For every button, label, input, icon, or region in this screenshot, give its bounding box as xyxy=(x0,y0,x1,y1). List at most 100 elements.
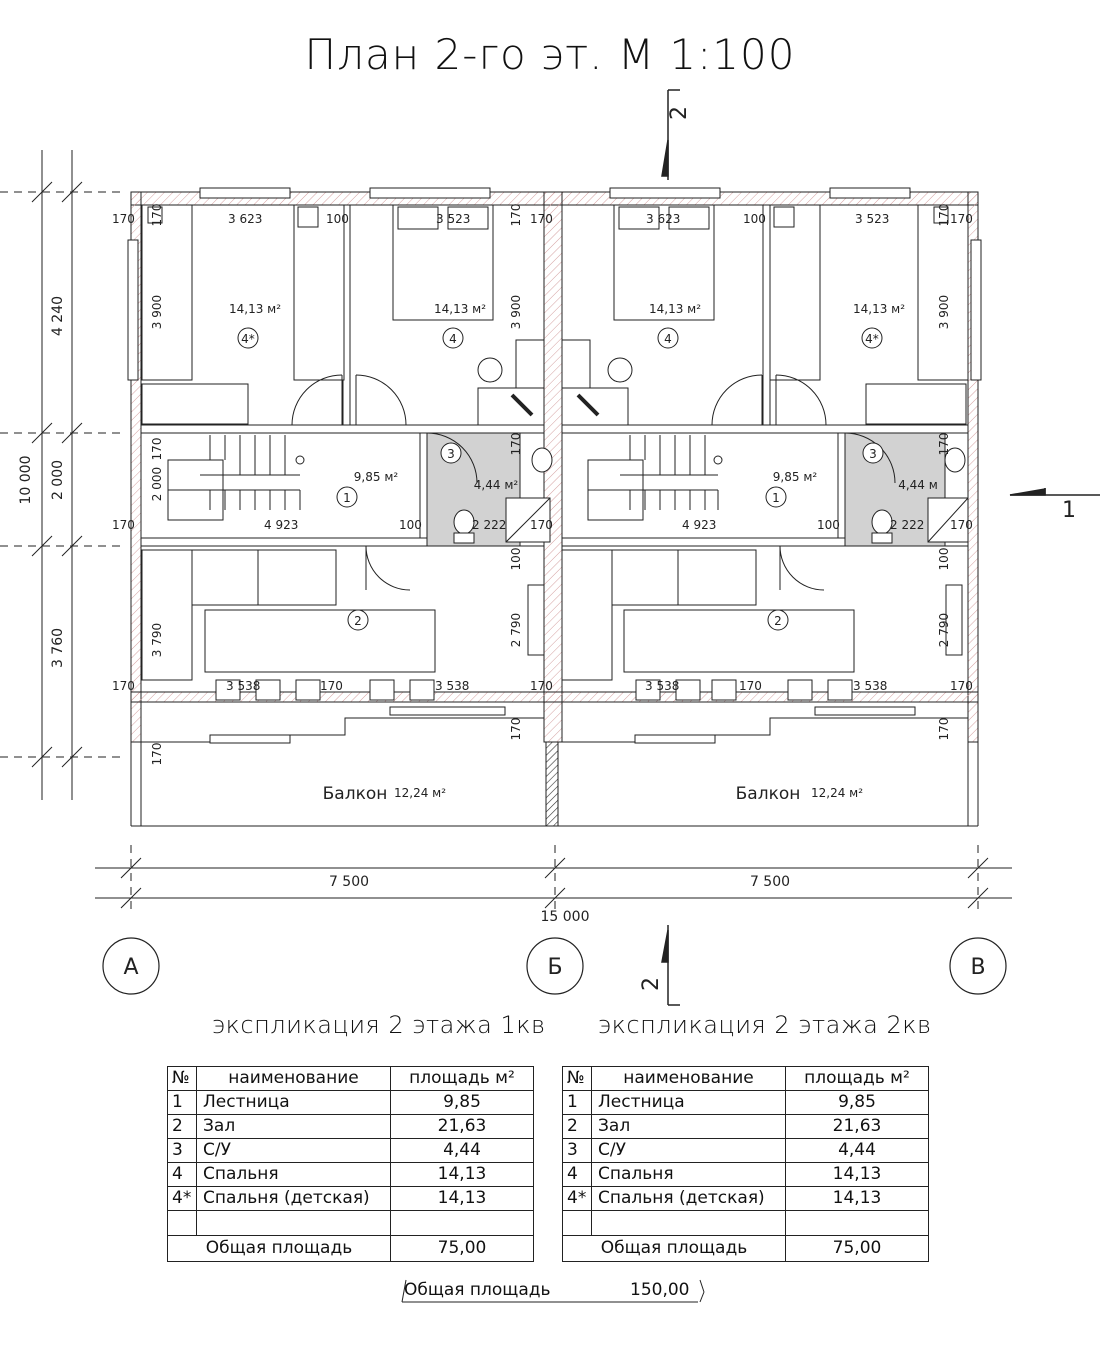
row-num: 4* xyxy=(562,1186,592,1211)
section-mark-bottom xyxy=(661,925,680,1006)
empty-cell xyxy=(196,1210,391,1236)
svg-text:3 623: 3 623 xyxy=(646,212,680,226)
section-mark-right xyxy=(1009,488,1100,496)
outer-walls xyxy=(130,191,979,827)
room-mark-circles xyxy=(237,327,884,631)
svg-text:3 538: 3 538 xyxy=(645,679,679,693)
total-value: 75,00 xyxy=(390,1235,534,1262)
area-hall-left: 9,85 м² xyxy=(354,470,399,484)
header-area: площадь м² xyxy=(785,1066,929,1091)
bottom-dimension-chain xyxy=(95,845,1012,915)
svg-text:3 538: 3 538 xyxy=(853,679,887,693)
svg-text:3 790: 3 790 xyxy=(150,623,164,657)
table-row: 4* Спальня (детская) 14,13 xyxy=(167,1186,534,1211)
header-name: наименование xyxy=(196,1066,391,1091)
explication-1-table: № наименование площадь м² 1 Лестница 9,8… xyxy=(167,1066,534,1262)
dim-module-left: 7 500 xyxy=(329,874,369,890)
table-row: 3 С/У 4,44 xyxy=(167,1138,534,1163)
svg-text:170: 170 xyxy=(112,679,135,693)
table-row: 4 Спальня 14,13 xyxy=(562,1162,929,1187)
svg-text:3 538: 3 538 xyxy=(435,679,469,693)
grand-total-label: Общая площадь xyxy=(404,1280,551,1300)
doors xyxy=(291,374,896,591)
furniture-beds xyxy=(141,204,969,425)
section-mark-right-label: 1 xyxy=(1062,498,1076,523)
table-row: 1 Лестница 9,85 xyxy=(562,1090,929,1115)
svg-text:170: 170 xyxy=(509,718,523,741)
svg-text:4 923: 4 923 xyxy=(682,518,716,532)
axis-a: А xyxy=(123,955,138,980)
svg-text:4 923: 4 923 xyxy=(264,518,298,532)
svg-text:100: 100 xyxy=(399,518,422,532)
mark-bath-left: 3 xyxy=(447,447,455,461)
svg-text:100: 100 xyxy=(743,212,766,226)
row-num: 3 xyxy=(562,1138,592,1163)
row-area: 4,44 xyxy=(390,1138,534,1163)
total-value: 75,00 xyxy=(785,1235,929,1262)
svg-text:100: 100 xyxy=(937,548,951,571)
row-num: 1 xyxy=(167,1090,197,1115)
mark-bed-child-left: 4* xyxy=(241,332,255,346)
svg-text:100: 100 xyxy=(509,548,523,571)
row-area: 21,63 xyxy=(390,1114,534,1139)
area-bed-child-left: 14,13 м² xyxy=(229,302,281,316)
dim-zone-3: 3 760 xyxy=(50,628,66,668)
svg-text:170: 170 xyxy=(950,212,973,226)
svg-text:3 900: 3 900 xyxy=(150,295,164,329)
interior-dims-vertical: 3 900 3 900 3 900 170 170 170 170 170 17… xyxy=(150,204,951,766)
explication-1-title: экспликация 2 этажа 1кв xyxy=(212,1011,546,1039)
dim-zone-1: 4 240 xyxy=(50,296,66,336)
empty-cell xyxy=(167,1210,197,1236)
mark-bed-right: 4 xyxy=(664,332,672,346)
balcony xyxy=(130,717,979,827)
row-num: 4 xyxy=(167,1162,197,1187)
svg-text:170: 170 xyxy=(937,718,951,741)
left-dimension-chain xyxy=(0,150,120,800)
svg-text:100: 100 xyxy=(326,212,349,226)
svg-text:170: 170 xyxy=(530,212,553,226)
svg-text:3 623: 3 623 xyxy=(228,212,262,226)
svg-text:3 523: 3 523 xyxy=(855,212,889,226)
furniture-living xyxy=(141,549,963,701)
table-row: 1 Лестница 9,85 xyxy=(167,1090,534,1115)
svg-text:170: 170 xyxy=(112,212,135,226)
row-area: 4,44 xyxy=(785,1138,929,1163)
empty-cell xyxy=(785,1210,929,1236)
section-mark-bottom-label: 2 xyxy=(639,977,664,991)
header-num: № xyxy=(562,1066,592,1091)
area-bed-right: 14,13 м² xyxy=(649,302,701,316)
mark-bath-right: 3 xyxy=(869,447,877,461)
balcony-area-right: 12,24 м² xyxy=(811,786,863,800)
header-area: площадь м² xyxy=(390,1066,534,1091)
area-bath-left: 4,44 м² xyxy=(474,478,519,492)
svg-text:170: 170 xyxy=(150,438,164,461)
svg-text:170: 170 xyxy=(950,679,973,693)
table-header: № наименование площадь м² xyxy=(167,1066,534,1091)
section-mark-top-label: 2 xyxy=(667,106,692,120)
svg-text:100: 100 xyxy=(817,518,840,532)
row-area: 21,63 xyxy=(785,1114,929,1139)
svg-text:2 222: 2 222 xyxy=(472,518,506,532)
axis-b: Б xyxy=(547,955,562,980)
interior-dims: 170 3 623 100 3 523 170 3 623 100 3 523 … xyxy=(112,212,973,693)
furniture-desks xyxy=(477,339,633,426)
row-name: Лестница xyxy=(591,1090,786,1115)
row-name: Зал xyxy=(196,1114,391,1139)
svg-text:170: 170 xyxy=(937,433,951,456)
area-bed-child-right: 14,13 м² xyxy=(853,302,905,316)
row-name: С/У xyxy=(591,1138,786,1163)
row-name: Лестница xyxy=(196,1090,391,1115)
row-name: Зал xyxy=(591,1114,786,1139)
axis-v: В xyxy=(970,955,985,980)
svg-text:3 523: 3 523 xyxy=(436,212,470,226)
empty-cell xyxy=(562,1210,592,1236)
svg-text:2 000: 2 000 xyxy=(150,467,164,501)
svg-text:170: 170 xyxy=(739,679,762,693)
area-bath-right: 4,44 м xyxy=(898,478,938,492)
table-row: 2 Зал 21,63 xyxy=(167,1114,534,1139)
empty-cell xyxy=(591,1210,786,1236)
row-area: 14,13 xyxy=(390,1186,534,1211)
table-row-empty xyxy=(562,1210,929,1236)
drawing-title: План 2-го эт. М 1:100 xyxy=(304,30,796,79)
svg-text:3 900: 3 900 xyxy=(937,295,951,329)
